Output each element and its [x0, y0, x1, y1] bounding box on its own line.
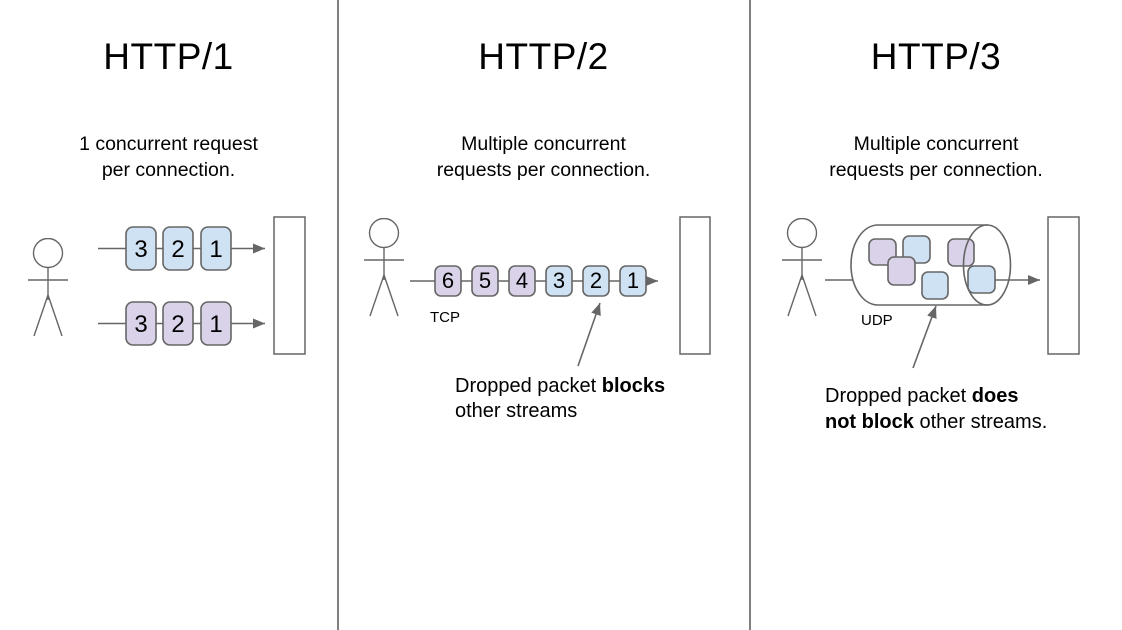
note-text: other streams — [455, 400, 578, 422]
person-figure — [364, 219, 404, 317]
packet — [200, 226, 232, 271]
panel-http2-drawing: 6 5 4 3 2 1 — [364, 216, 711, 367]
packet — [967, 265, 996, 294]
panel-subtitle-http1: 1 concurrent request per connection. — [79, 133, 258, 181]
server-box — [1047, 216, 1080, 355]
annotation-arrow — [912, 305, 937, 369]
packet: 6 — [434, 265, 462, 297]
panel-divider — [749, 0, 751, 630]
packet-number: 1 — [627, 268, 639, 293]
protocol-label-tcp: TCP — [430, 309, 460, 326]
note-text: Dropped packet — [825, 385, 972, 407]
note-text-bold: does — [971, 385, 1019, 407]
packet: 3 — [545, 265, 573, 297]
packet-number: 3 — [553, 268, 565, 293]
tunnel-left-cap — [850, 224, 879, 306]
panel-divider — [337, 0, 339, 630]
panel-subtitle-http3: Multiple concurrent requests per connect… — [829, 133, 1043, 181]
packet — [887, 256, 916, 286]
panel-title-http2: HTTP/2 — [478, 36, 609, 77]
packet-number: 3 — [134, 236, 147, 263]
packet — [200, 301, 232, 346]
server-box — [679, 216, 711, 355]
udp-tunnel — [850, 224, 988, 306]
packet — [162, 226, 194, 271]
packet-number: 1 — [209, 236, 222, 263]
panel-http1-drawing: 3 2 1 3 2 1 — [28, 216, 306, 355]
tunnel-opening — [962, 224, 1012, 306]
packet: 2 — [582, 265, 610, 297]
packet — [162, 301, 194, 346]
person-figure — [782, 219, 822, 317]
person-figure — [28, 239, 68, 337]
packet — [947, 238, 975, 267]
packet: 4 — [508, 265, 536, 297]
server-box — [273, 216, 306, 355]
packet — [125, 226, 157, 271]
request-row: 3 2 1 — [125, 301, 232, 346]
packet-number: 1 — [209, 311, 222, 338]
panel-title-http3: HTTP/3 — [870, 36, 1002, 77]
annotation-http2: Dropped packet blocks other streams — [455, 374, 715, 424]
packet: 5 — [471, 265, 499, 297]
packet — [125, 301, 157, 346]
note-text-bold: blocks — [601, 375, 666, 397]
packet: 1 — [619, 265, 647, 297]
packet — [921, 271, 949, 300]
panel-subtitle-http2: Multiple concurrent requests per connect… — [436, 133, 651, 181]
panel-http3-drawing — [782, 216, 1080, 369]
packet-number: 3 — [134, 311, 147, 338]
packet-number: 2 — [171, 311, 184, 338]
annotation-arrow — [577, 302, 601, 367]
note-text: Dropped packet — [455, 375, 602, 397]
request-row: 3 2 1 — [125, 226, 232, 271]
packet-number: 5 — [479, 268, 491, 293]
panel-title-http1: HTTP/1 — [103, 36, 234, 77]
packet-number: 6 — [442, 268, 454, 293]
packet-number: 4 — [516, 268, 528, 293]
protocol-label-udp: UDP — [861, 312, 893, 329]
note-text-bold: not block — [825, 411, 914, 433]
note-text: other streams. — [913, 411, 1048, 433]
packet-number: 2 — [171, 236, 184, 263]
packet-number: 2 — [590, 268, 602, 293]
annotation-http3: Dropped packet does not block other stre… — [825, 383, 1115, 435]
